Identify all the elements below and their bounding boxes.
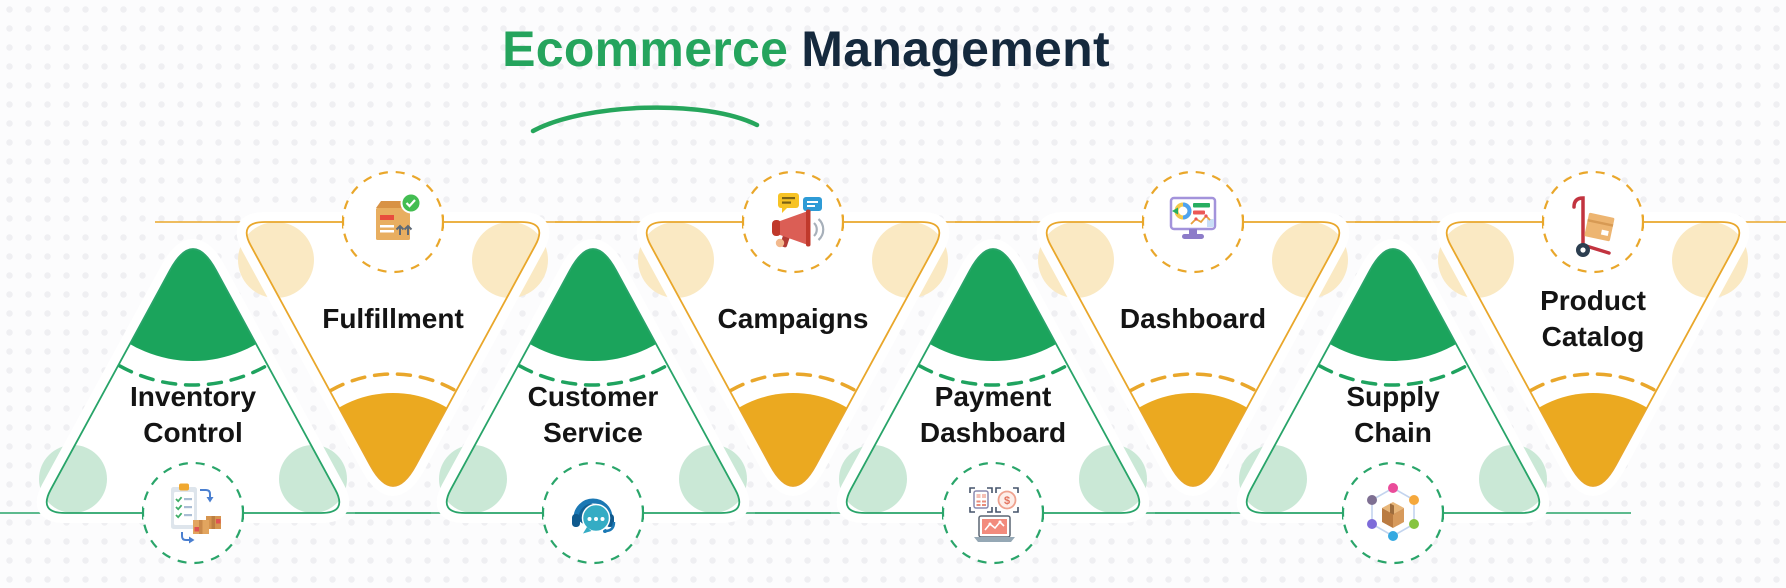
label-fulfillment: Fulfillment <box>322 303 464 334</box>
inventory-control-icon <box>171 483 221 544</box>
label-supply-chain: Supply Chain <box>1346 381 1440 448</box>
product-catalog-trolley-icon <box>1572 196 1615 257</box>
label-product-catalog: Product Catalog <box>1540 285 1646 352</box>
label-inventory-control: Inventory Control <box>129 381 257 448</box>
title-highlight: Ecommerce <box>502 21 789 77</box>
dollar-glyph: $ <box>1004 495 1010 507</box>
payment-dashboard-laptop-icon: $ <box>969 487 1019 542</box>
title-rest: Management <box>801 21 1110 77</box>
label-campaigns: Campaigns <box>717 303 869 334</box>
label-dashboard: Dashboard <box>1119 303 1267 334</box>
customer-service-headset-icon <box>572 498 616 534</box>
label-payment-dashboard: Payment Dashboard <box>919 381 1067 448</box>
title-underline-swoosh <box>530 105 760 134</box>
supply-chain-network-icon <box>1367 483 1419 541</box>
fulfillment-box-icon <box>376 192 422 240</box>
label-customer-service: Customer Service <box>527 381 659 448</box>
dashboard-monitor-icon <box>1169 196 1217 239</box>
campaigns-megaphone-icon <box>772 193 825 248</box>
